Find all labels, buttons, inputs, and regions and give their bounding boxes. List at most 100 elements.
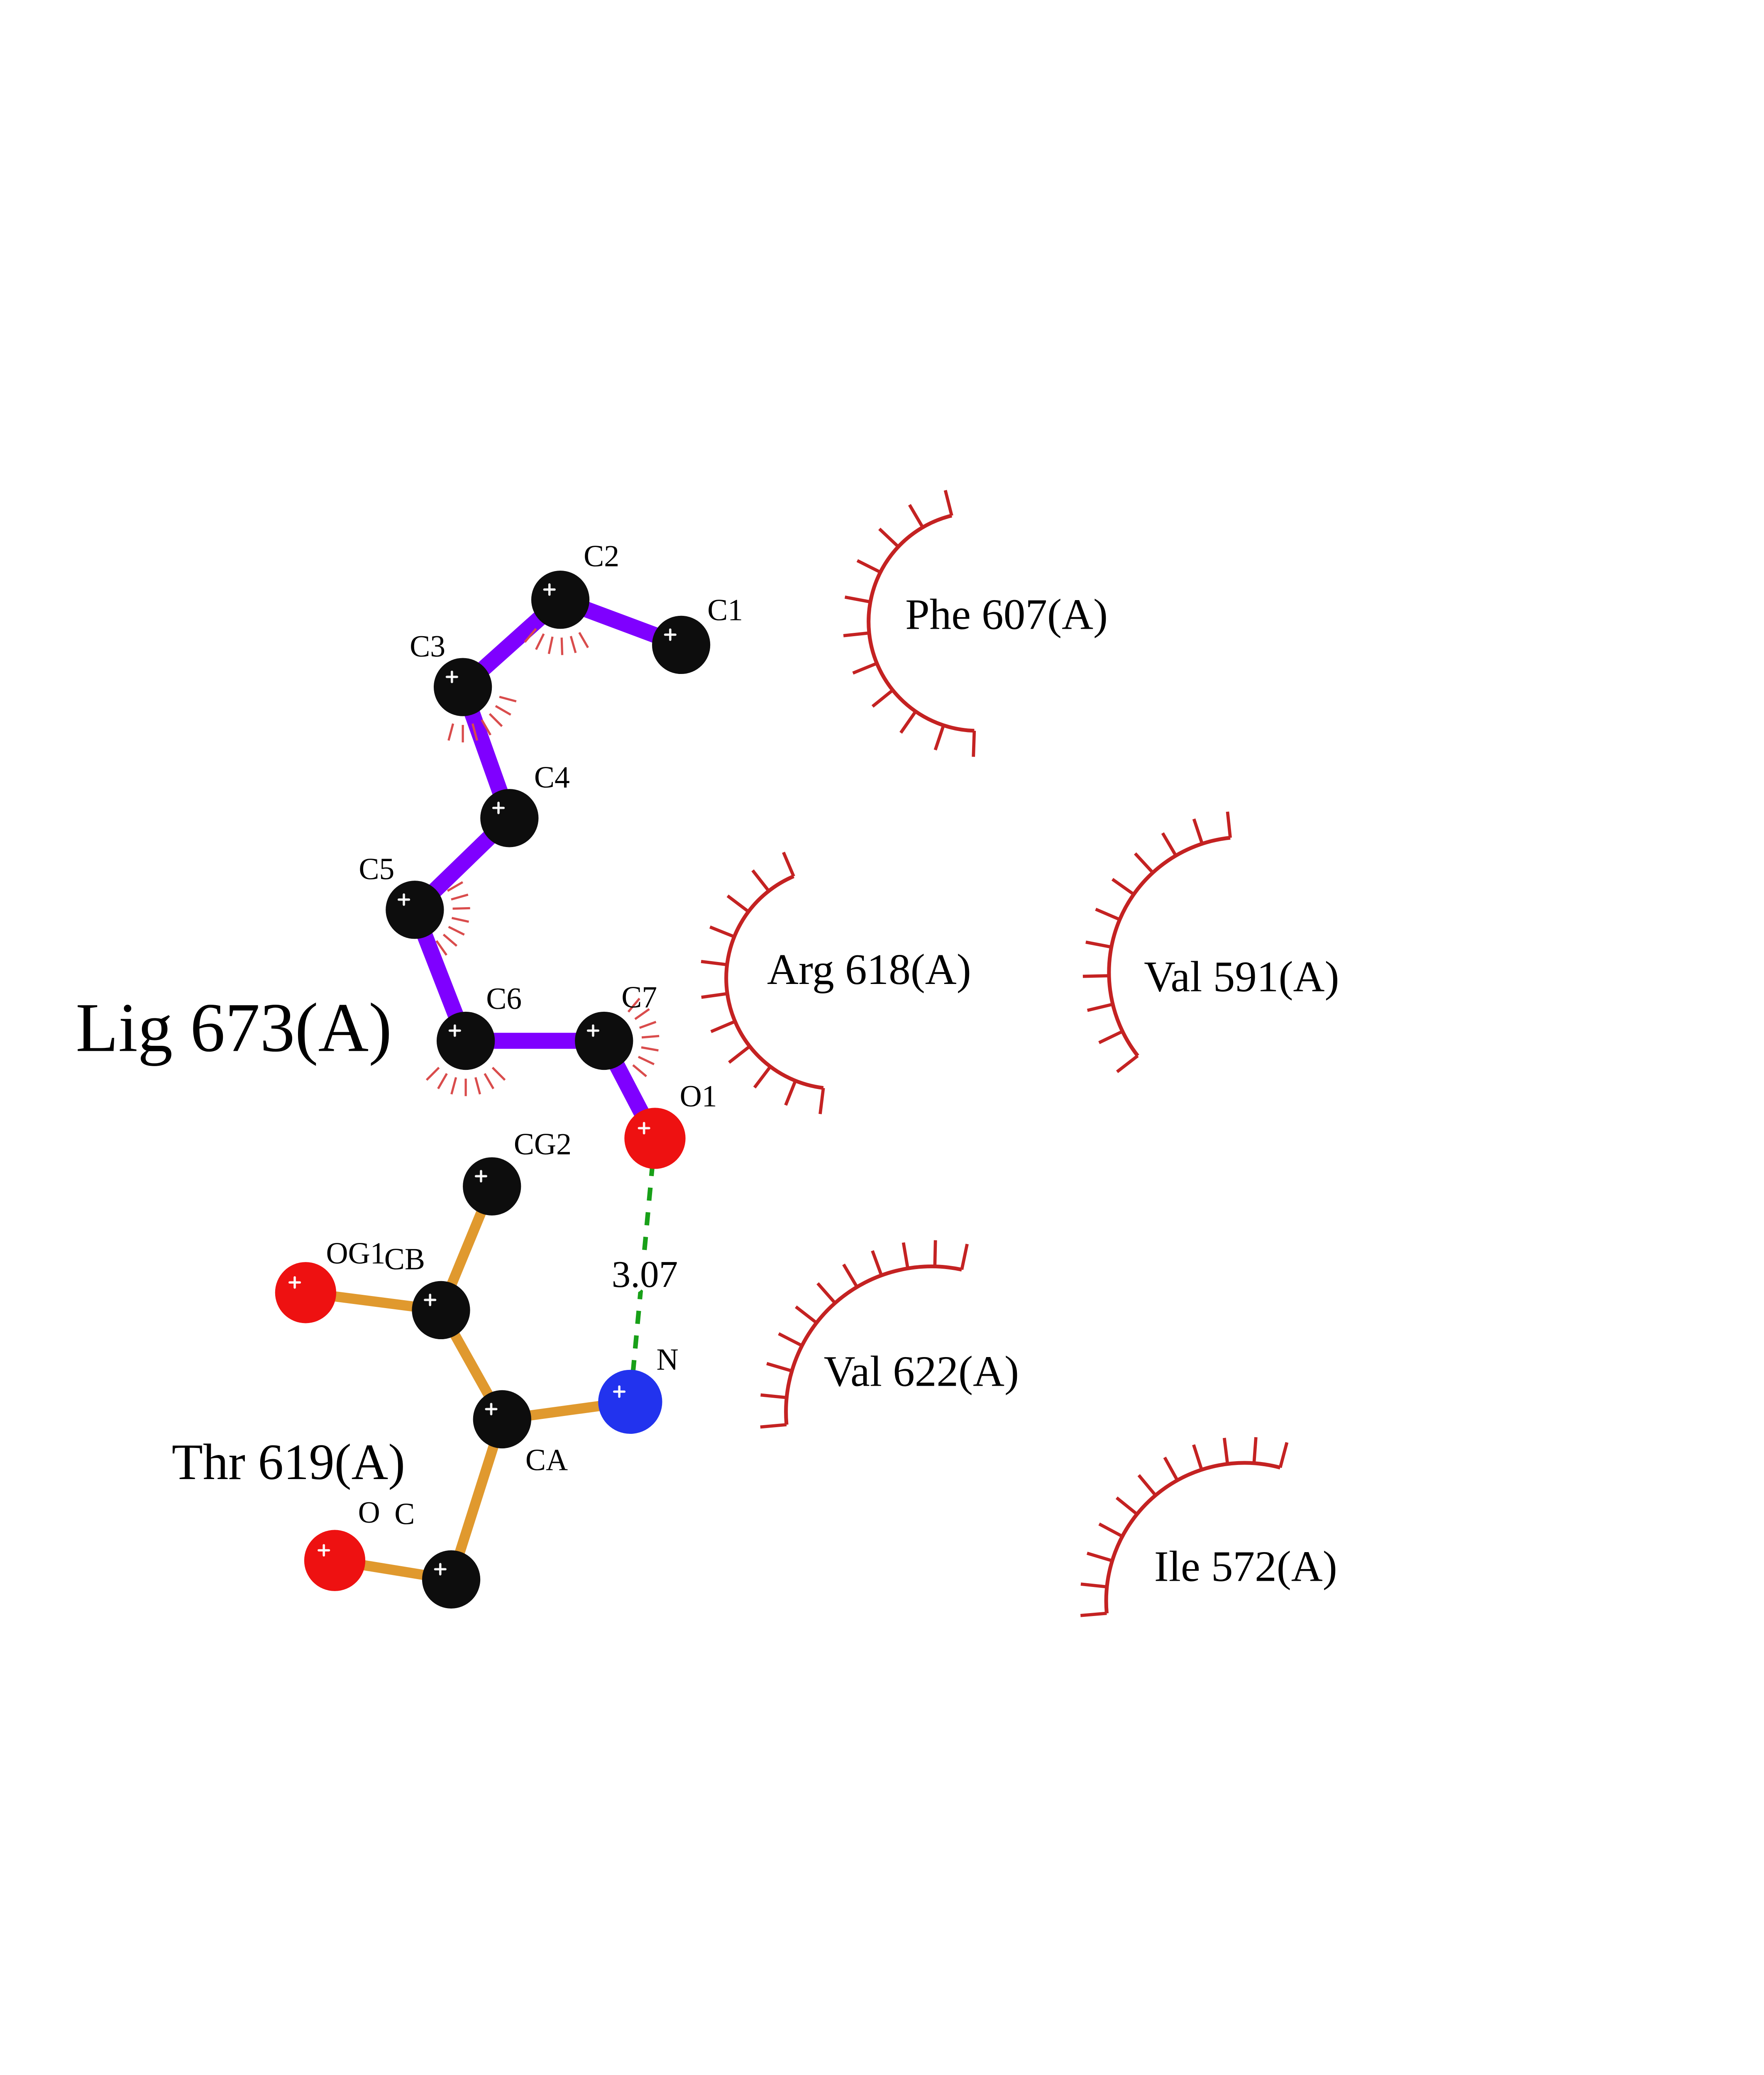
arc-eyelash [844, 596, 871, 604]
atom-contact-spoke [489, 713, 503, 727]
contact-label-val-622: Val 622(A) [824, 1347, 1019, 1395]
arc-eyelash [960, 1243, 969, 1270]
atom-contact-spoke [447, 881, 464, 892]
arc-eyelash [795, 1305, 818, 1324]
atom-contact-spoke [474, 1077, 481, 1095]
arc-eyelash [972, 730, 976, 757]
arc-eyelash [753, 1065, 772, 1089]
atom-contact-spoke [641, 1035, 660, 1039]
arc-eyelash [943, 490, 953, 516]
arc-eyelash [871, 688, 894, 708]
arc-eyelash [1278, 1442, 1289, 1468]
arc-eyelash [1252, 1437, 1258, 1464]
arc-eyelash [902, 1242, 909, 1269]
atom-contact-spoke [451, 917, 469, 923]
arc-eyelash [1085, 940, 1112, 949]
atom-C3 [433, 658, 492, 716]
arc-eyelash [701, 959, 728, 967]
atom-CB [412, 1281, 470, 1340]
atom-contact-spoke [447, 723, 454, 741]
arc-eyelash [726, 894, 750, 913]
atom-C2 [531, 571, 590, 629]
ligand-label: Lig 673(A) [76, 989, 392, 1067]
atom-label-N: N [656, 1343, 678, 1377]
arc-eyelash [1087, 1003, 1114, 1012]
atom-contact-spoke [448, 925, 465, 936]
atom-contact-spoke [450, 1077, 457, 1095]
arc-eyelash [701, 992, 728, 999]
hydrophobic-arc [724, 874, 824, 1090]
arc-eyelash [816, 1282, 836, 1304]
residue-label-thr-619: Thr 619(A) [172, 1434, 405, 1490]
atom-contact-spoke [639, 1020, 657, 1029]
atom-label-C6: C6 [486, 981, 522, 1016]
arc-eyelash [1222, 1438, 1229, 1465]
arc-eyelash [908, 504, 924, 528]
atom-contact-spoke [437, 1073, 448, 1089]
atom-C4 [480, 789, 539, 847]
atom-label-C1: C1 [707, 593, 743, 627]
atom-contact-spoke [627, 998, 640, 1013]
atom-label-C5: C5 [359, 852, 394, 886]
atom-CG2 [463, 1157, 521, 1216]
atom-contact-spoke [481, 719, 492, 736]
atom-contact-spoke [638, 1056, 655, 1065]
arc-eyelash [933, 725, 945, 751]
atom-label-C4: C4 [534, 760, 570, 794]
arc-eyelash [751, 869, 770, 892]
arc-eyelash [878, 527, 900, 548]
hydrophobic-arcs-layer [701, 490, 1289, 1617]
arc-eyelash [782, 852, 795, 877]
atom-O1 [624, 1108, 686, 1169]
atom-label-C2: C2 [584, 539, 619, 573]
arc-eyelash [728, 1045, 751, 1064]
arc-eyelash [784, 1080, 797, 1106]
atom-O [304, 1530, 366, 1591]
arc-eyelash [818, 1088, 825, 1114]
arc-eyelash [1098, 1030, 1124, 1045]
arc-eyelash [709, 925, 735, 938]
atom-label-OG1: OG1 [326, 1236, 385, 1270]
atom-label-O1: O1 [680, 1079, 717, 1113]
atom-label-C7: C7 [621, 980, 657, 1014]
arc-eyelash [1080, 1582, 1107, 1589]
atom-contact-spoke [451, 893, 469, 901]
arc-eyelash [1115, 1496, 1138, 1516]
atom-contact-spoke [569, 636, 577, 653]
atoms-layer [275, 571, 711, 1609]
arc-eyelash [1226, 811, 1232, 838]
contact-label-val-591: Val 591(A) [1144, 952, 1339, 1001]
atom-label-O: O [358, 1495, 380, 1529]
arc-eyelash [842, 1263, 859, 1288]
atom-contact-spoke [632, 1064, 647, 1077]
atom-N [598, 1370, 662, 1434]
contact-label-ile-572: Ile 572(A) [1154, 1542, 1337, 1590]
atom-contact-spoke [425, 1067, 440, 1081]
atom-contact-spoke [524, 628, 537, 643]
atom-CA [473, 1390, 531, 1449]
arc-eyelash [710, 1020, 736, 1033]
atom-C6 [436, 1011, 495, 1070]
atom-contact-spoke [472, 723, 479, 741]
atom-label-CB: CB [384, 1242, 425, 1276]
atom-contact-spoke [641, 1046, 659, 1052]
atom-C7 [575, 1011, 633, 1070]
atom-OG1 [275, 1262, 337, 1323]
arc-eyelash [1134, 852, 1154, 874]
atom-label-C: C [394, 1497, 415, 1531]
atom-contact-spoke [634, 1008, 650, 1020]
atom-label-C3: C3 [410, 629, 445, 663]
atom-C1 [652, 615, 711, 674]
arc-eyelash [1080, 1611, 1107, 1617]
arc-eyelash [1161, 832, 1178, 857]
arc-eyelash [1163, 1456, 1179, 1481]
hydrophobic-arc [1107, 836, 1231, 1057]
contact-label-arg-618: Arg 618(A) [767, 945, 971, 994]
arc-eyelash [778, 1332, 803, 1347]
arc-eyelash [760, 1393, 787, 1399]
atom-contact-spoke [435, 940, 447, 956]
arc-eyelash [1116, 1055, 1139, 1073]
arc-eyelash [760, 1423, 787, 1429]
